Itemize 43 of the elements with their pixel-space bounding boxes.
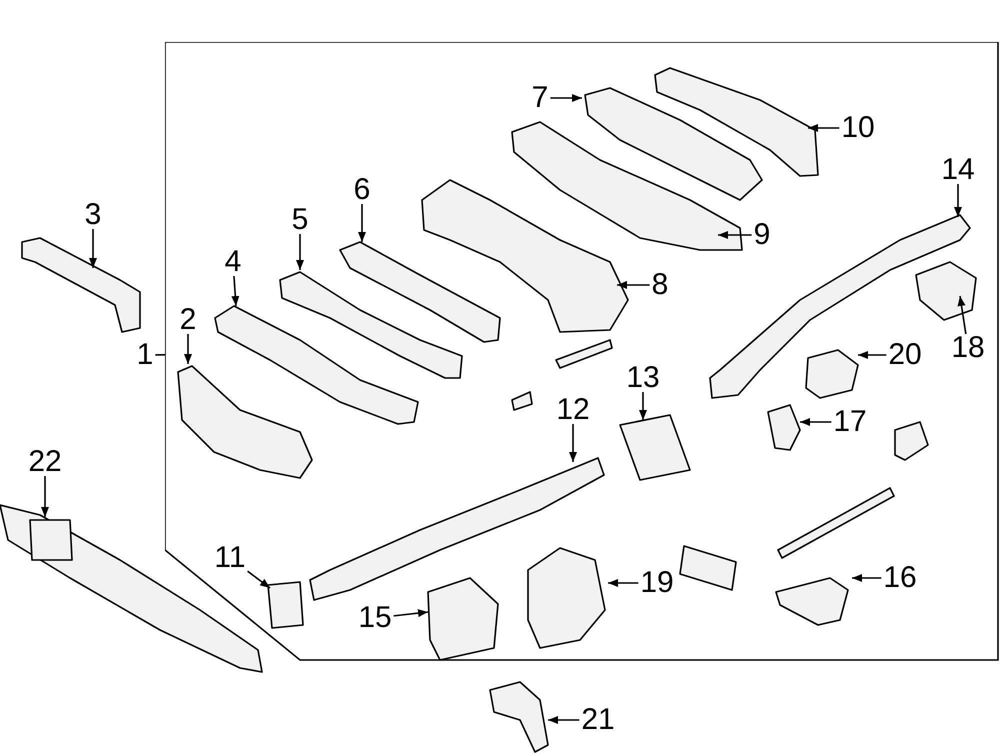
callout-number: 21	[581, 704, 615, 736]
callout-number: 19	[640, 567, 674, 599]
leader-line	[296, 234, 304, 270]
leader-line	[358, 204, 366, 242]
callout-number: 5	[292, 204, 308, 236]
callout-number: 4	[224, 246, 242, 278]
callout-number: 1	[136, 339, 154, 371]
callout-number: 18	[951, 332, 985, 364]
leader-line	[41, 476, 49, 517]
leader-line	[617, 281, 650, 289]
leader-line	[89, 229, 97, 268]
leader-line	[247, 570, 270, 589]
callout-number: 15	[358, 602, 392, 634]
leader-line	[548, 716, 580, 724]
leader-line	[184, 334, 192, 364]
leader-line	[608, 579, 638, 587]
callout-number: 20	[888, 339, 922, 371]
leader-line	[858, 351, 886, 359]
leader-line	[231, 276, 240, 306]
leader-line	[800, 418, 832, 426]
callout-number: 17	[833, 406, 867, 438]
callout-number: 11	[214, 542, 246, 574]
leader-line	[954, 184, 962, 217]
callout-number: 3	[84, 199, 102, 231]
callout-number: 7	[532, 82, 548, 114]
leader-line	[808, 124, 840, 132]
callout-number: 22	[28, 446, 62, 478]
callout-number: 6	[354, 174, 370, 206]
callout-number: 12	[556, 394, 590, 426]
leader-line	[639, 392, 647, 420]
leader-line	[394, 609, 428, 618]
leader-line	[958, 296, 967, 334]
callout-number: 10	[841, 112, 875, 144]
callout-number: 14	[941, 154, 975, 186]
leader-line	[155, 354, 165, 356]
callout-number: 13	[626, 362, 660, 394]
callout-number: 8	[652, 269, 668, 301]
callout-number: 16	[883, 562, 917, 594]
leader-line	[569, 424, 577, 462]
leader-line	[550, 94, 582, 102]
callout-number: 2	[180, 304, 196, 336]
callout-number: 9	[754, 219, 770, 251]
leader-line	[852, 574, 882, 582]
